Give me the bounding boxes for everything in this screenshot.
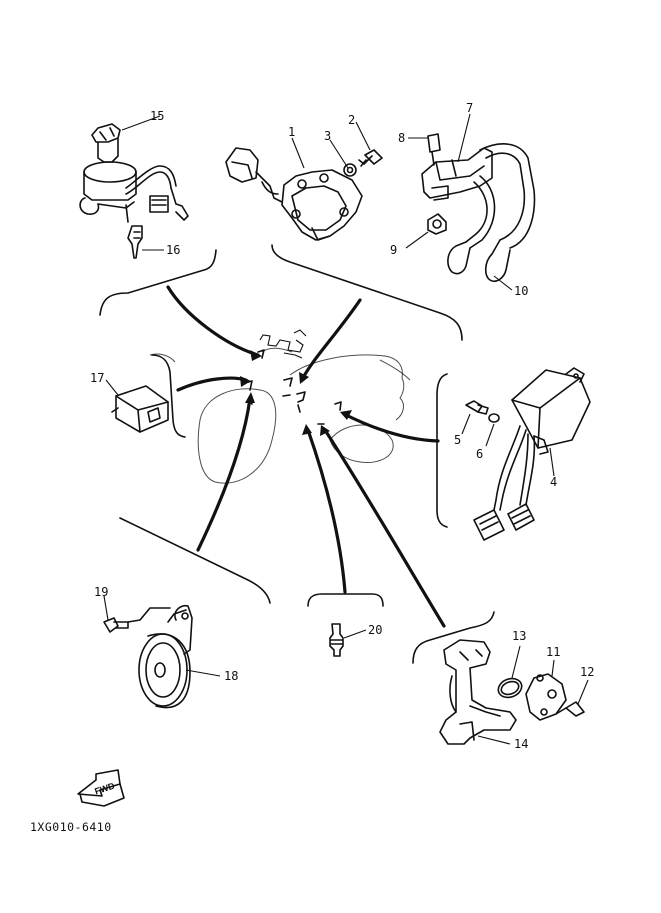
main-switch-assembly bbox=[79, 123, 189, 259]
pickup-coil-assembly bbox=[225, 147, 383, 241]
callout-20: 20 bbox=[368, 623, 382, 637]
callout-7: 7 bbox=[466, 101, 473, 115]
callout-1: 1 bbox=[288, 125, 295, 139]
callout-numbers: 15 16 1 3 2 8 7 9 10 17 5 6 4 19 18 20 1… bbox=[90, 101, 594, 751]
callout-18: 18 bbox=[224, 669, 238, 683]
callout-16: 16 bbox=[166, 243, 180, 257]
drawing-code: 1XG010-6410 bbox=[30, 820, 112, 834]
callout-5: 5 bbox=[454, 433, 461, 447]
relay bbox=[111, 385, 169, 433]
callout-2: 2 bbox=[348, 113, 355, 127]
horn-assembly bbox=[103, 604, 193, 709]
neutral-switch-assembly bbox=[439, 639, 585, 745]
callout-19: 19 bbox=[94, 585, 108, 599]
callout-13: 13 bbox=[512, 629, 526, 643]
motorcycle-silhouette bbox=[149, 329, 411, 484]
temperature-sensor bbox=[329, 623, 344, 657]
callout-4: 4 bbox=[550, 475, 557, 489]
fwd-arrow-icon: FWD bbox=[77, 769, 125, 807]
callout-6: 6 bbox=[476, 447, 483, 461]
callout-17: 17 bbox=[90, 371, 104, 385]
callout-11: 11 bbox=[546, 645, 560, 659]
callout-15: 15 bbox=[150, 109, 164, 123]
callout-10: 10 bbox=[514, 284, 528, 298]
callout-14: 14 bbox=[514, 737, 528, 751]
cdi-unit-assembly bbox=[465, 367, 591, 541]
callout-3: 3 bbox=[324, 129, 331, 143]
fwd-label: FWD bbox=[93, 781, 116, 797]
callout-12: 12 bbox=[580, 665, 594, 679]
leader-lines bbox=[166, 285, 446, 628]
ignition-coil-assembly bbox=[421, 133, 536, 283]
label-leaders bbox=[103, 113, 589, 745]
group-brackets bbox=[99, 244, 495, 664]
callout-9: 9 bbox=[390, 243, 397, 257]
callout-8: 8 bbox=[398, 131, 405, 145]
